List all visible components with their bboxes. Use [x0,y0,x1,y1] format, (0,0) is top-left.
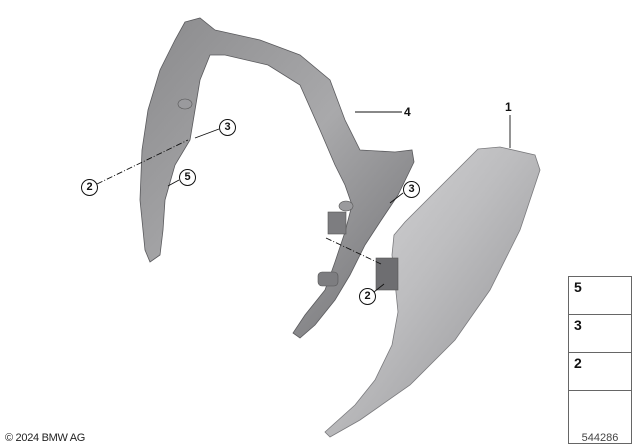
legend-row-arrow [568,390,632,444]
legend-number: 5 [574,279,582,295]
leader-lines [96,111,511,293]
legend-number: 3 [574,317,582,333]
callout-1[interactable]: 1 [505,100,512,114]
fastener-legend: 5 3 2 [568,276,632,444]
callout-3-right[interactable]: 3 [403,181,420,198]
legend-number: 2 [574,355,582,371]
grab-handle-part-4 [139,17,415,339]
callout-4[interactable]: 4 [404,105,411,119]
callout-3-left[interactable]: 3 [219,119,236,136]
callout-2-right[interactable]: 2 [359,288,376,305]
callout-5[interactable]: 5 [179,169,196,186]
callout-2-left[interactable]: 2 [81,179,98,196]
legend-row-2[interactable]: 2 [568,352,632,391]
legend-row-5[interactable]: 5 [568,276,632,315]
diagram-id: 544286 [581,432,619,444]
cover-part-1 [324,146,541,438]
copyright-notice: © 2024 BMW AG [5,432,86,444]
legend-row-3[interactable]: 3 [568,314,632,353]
